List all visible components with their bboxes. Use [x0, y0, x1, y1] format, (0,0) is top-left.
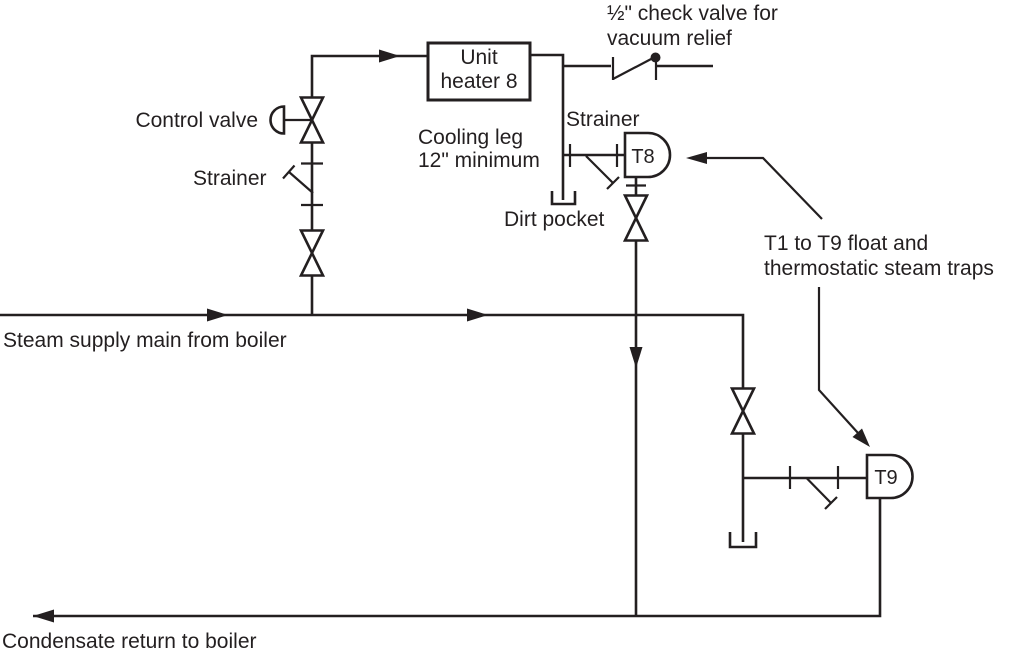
check-valve-label-line2: vacuum relief [607, 27, 732, 50]
cooling-leg-pipe [530, 53, 565, 200]
control-valve-icon [269, 96, 326, 144]
flow-arrow-right-icon [207, 308, 228, 322]
strainer-t8-label: Strainer [566, 108, 640, 131]
strainer-icon [282, 164, 314, 194]
gate-valve-icon [729, 387, 757, 435]
supply-riser-pipe [310, 54, 428, 315]
control-valve-label: Control valve [135, 109, 258, 132]
steam-supply-main-label: Steam supply main from boiler [3, 329, 287, 352]
trap-t9-tag: T9 [874, 467, 897, 489]
flow-arrow-right-icon [467, 308, 488, 322]
condensate-return-label: Condensate return to boiler [2, 630, 257, 653]
annotation-arrow-t8 [686, 152, 823, 220]
strainer-icon [585, 155, 620, 190]
traps-note-line1: T1 to T9 float and [764, 232, 928, 255]
check-valve-icon [611, 52, 661, 80]
flow-arrow-down-icon [629, 347, 643, 368]
steam-trap-t8-icon [623, 131, 672, 179]
cooling-leg-label-line1: Cooling leg [418, 126, 523, 149]
traps-note-line2: thermostatic steam traps [764, 257, 994, 280]
dirt-pocket-icon [728, 532, 758, 549]
arrowhead-icon [852, 428, 870, 447]
annotation-arrow-t9 [817, 287, 870, 447]
flow-arrow-left-icon [33, 609, 54, 623]
unit-heater-label-line2: heater 8 [440, 70, 517, 93]
cooling-leg-label-line2: 12" minimum [418, 149, 540, 172]
dirt-pocket-label: Dirt pocket [504, 208, 605, 231]
flow-arrow-right-icon [379, 49, 400, 63]
check-valve-label-line1: ½" check valve for [607, 2, 778, 25]
steam-trap-t9-icon [865, 453, 914, 500]
steam-supply-main-pipe [0, 313, 745, 542]
gate-valve-icon [298, 229, 326, 277]
arrowhead-icon [686, 152, 707, 164]
condensate-return-pipe [33, 498, 882, 618]
unit-heater-box [426, 41, 532, 102]
dirt-pocket-icon [550, 191, 577, 206]
actuator-diaphragm [269, 105, 286, 135]
unit-heater-label-line1: Unit [460, 46, 498, 69]
strainer-icon [806, 477, 838, 510]
trap-t8-tag: T8 [631, 146, 654, 168]
gate-valve-icon [622, 194, 650, 242]
strainer-supply-label: Strainer [193, 167, 267, 190]
